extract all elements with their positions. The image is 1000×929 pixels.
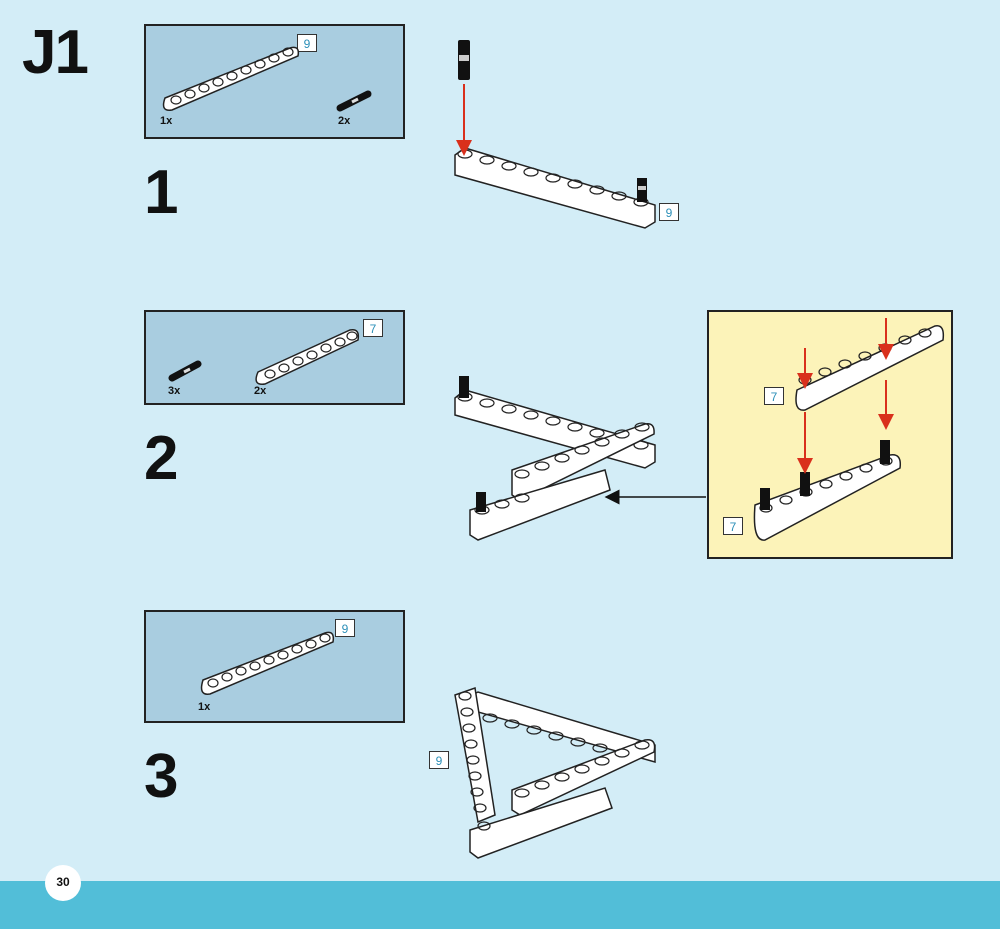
part-length-tag: 9 [297,34,317,52]
footer-bar [0,881,1000,929]
callout-beam-icon [795,325,945,411]
beam-9-icon [162,46,300,111]
beam-9-icon [200,631,335,695]
callout-length-tag: 7 [764,387,784,405]
part-length-tag: 9 [335,619,355,637]
step-3-triangle-frame-icon [454,686,656,859]
connector-pin-icon [336,90,372,112]
page-number: 30 [56,875,70,889]
part-length-tag: 7 [363,319,383,337]
page-number-badge [45,865,81,901]
assembly-length-tag: 9 [659,203,679,221]
falling-pin-icon [458,40,470,80]
callout-base-beam-icon [753,440,902,541]
part-quantity: 2x [254,385,267,397]
step-number: 1 [144,158,179,227]
assembly-length-tag: 9 [429,751,449,769]
connector-pin-icon [168,360,202,382]
part-quantity: 2x [338,115,351,127]
callout-length-tag: 7 [723,517,743,535]
step-2-frame-icon [454,376,656,541]
step-number: 3 [144,742,179,811]
step-number: 2 [144,424,179,493]
beam-7-icon [255,328,360,385]
step-1-parts-box: 9 1x 2x [144,24,405,139]
part-quantity: 1x [160,115,173,127]
section-id: J1 [22,18,89,87]
part-quantity: 3x [168,385,181,397]
part-quantity: 1x [198,701,211,713]
step-1-beam-icon [454,147,656,229]
step-2-parts-box: 7 3x 2x [144,310,405,405]
